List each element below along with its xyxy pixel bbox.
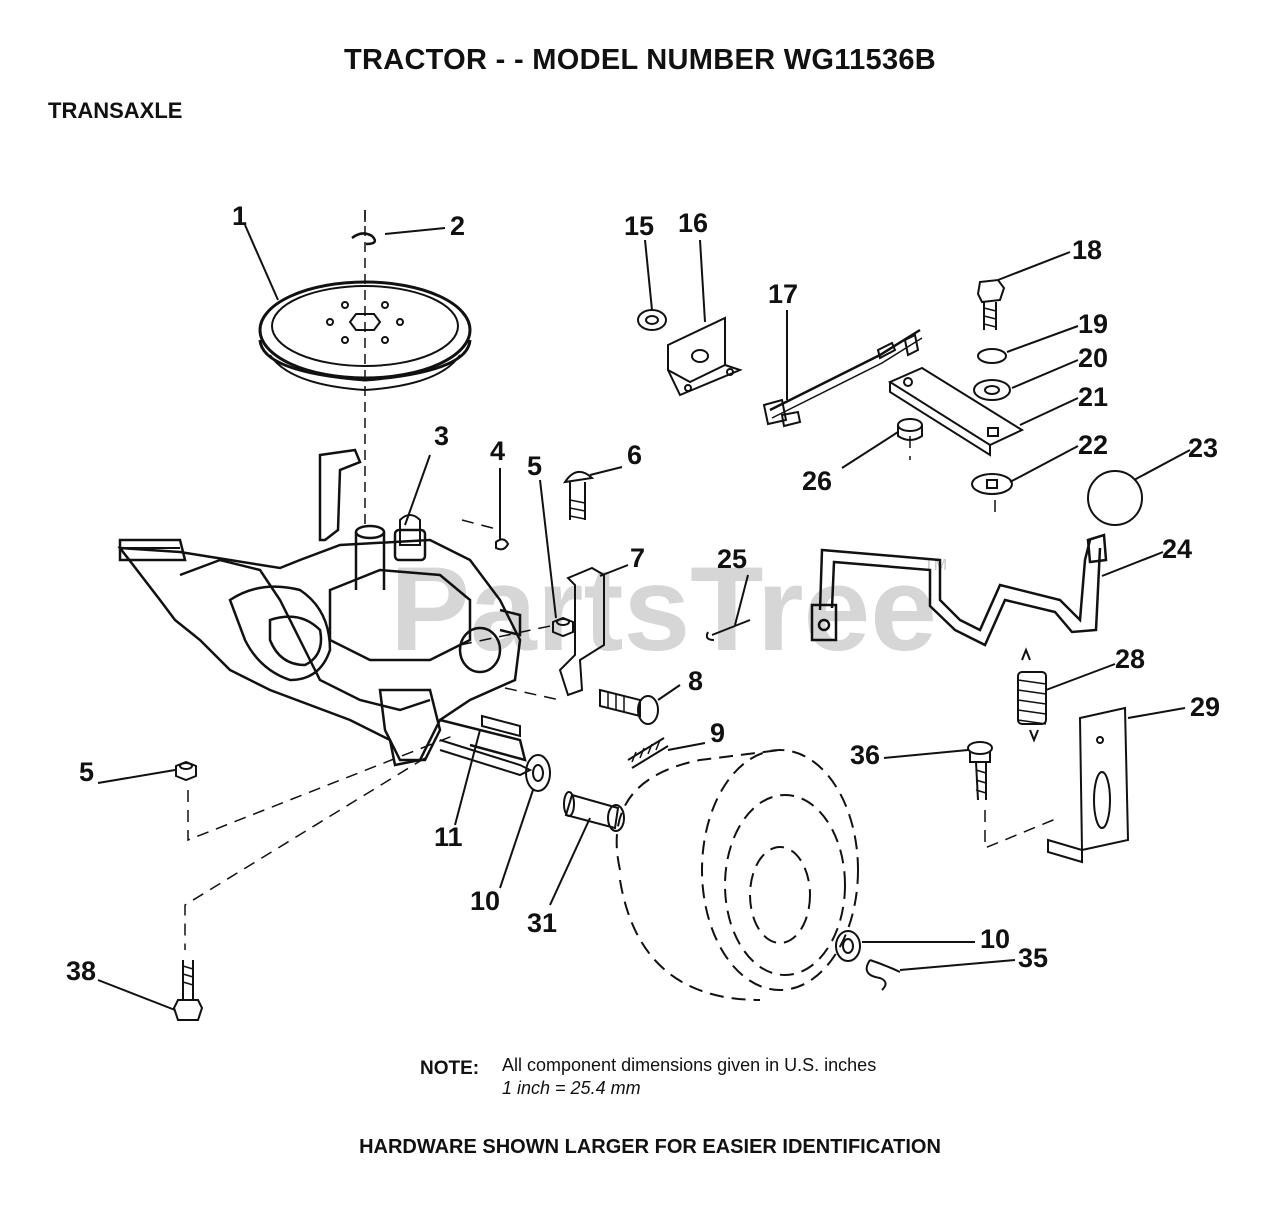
callout-26: 26 [802, 466, 832, 496]
bolt-part [599, 688, 659, 725]
tire-part [615, 749, 859, 1001]
spring-part [627, 737, 669, 769]
spacer-26-part [897, 418, 923, 441]
callout-31: 31 [527, 908, 557, 938]
fitting-part [399, 514, 421, 546]
callout-11: 11 [434, 822, 463, 852]
spacer-part [563, 791, 625, 832]
e-clip-part [865, 959, 901, 991]
callout-21: 21 [1078, 382, 1108, 412]
carriage-bolt-part [562, 471, 595, 520]
callout-36: 36 [850, 740, 880, 770]
watermark-text: PartsTree [390, 542, 937, 676]
key-part [439, 714, 533, 777]
knob-part [1087, 470, 1143, 526]
plate-part [887, 366, 1025, 457]
callout-6: 6 [627, 440, 642, 470]
callout-25: 25 [717, 544, 747, 574]
callout-3: 3 [434, 421, 449, 451]
callout-16: 16 [678, 208, 708, 238]
section-title: TRANSAXLE [48, 98, 183, 123]
callout-leaders [97, 224, 1191, 1011]
callout-38: 38 [66, 956, 96, 986]
callout-35: 35 [1018, 943, 1048, 973]
washer-lower-part [835, 930, 861, 962]
lock-washer-part [977, 348, 1007, 364]
callout-15: 15 [624, 211, 654, 241]
callout-17: 17 [768, 279, 798, 309]
callout-22: 22 [1078, 430, 1108, 460]
footer-text: HARDWARE SHOWN LARGER FOR EASIER IDENTIF… [359, 1136, 941, 1158]
note-conversion: 1 inch = 25.4 mm [502, 1078, 641, 1098]
washer-22-part [971, 473, 1013, 495]
callout-9: 9 [710, 718, 725, 748]
callout-19: 19 [1078, 309, 1108, 339]
callout-7: 7 [630, 543, 645, 573]
callout-labels: 1 2 3 4 5 6 7 8 9 10 11 15 16 17 18 19 2… [66, 201, 1220, 986]
callout-4: 4 [490, 436, 505, 466]
pulley-part [258, 280, 472, 392]
nut-part [552, 616, 574, 638]
washer-part [525, 754, 551, 792]
callout-10-lower: 10 [980, 924, 1010, 954]
rod-part [762, 328, 923, 428]
clip-part [351, 232, 377, 246]
callout-18: 18 [1072, 235, 1102, 265]
washer-20-part [973, 379, 1011, 401]
callout-23: 23 [1188, 433, 1218, 463]
bracket-part [558, 566, 605, 697]
callout-2: 2 [450, 211, 465, 241]
note-label: NOTE: [420, 1058, 480, 1079]
callout-8: 8 [688, 666, 703, 696]
callout-29: 29 [1190, 692, 1220, 722]
note-text: All component dimensions given in U.S. i… [502, 1055, 877, 1075]
bolt-lower-part [172, 960, 204, 1021]
bracket-16-part [667, 316, 743, 397]
screw-part [967, 741, 993, 801]
bolt-18-part [976, 278, 1006, 330]
spring-28-part [1017, 647, 1047, 743]
callout-5: 5 [527, 451, 542, 481]
shift-lever-part [810, 533, 1108, 647]
page-title: TRACTOR - - MODEL NUMBER WG11536B [343, 44, 937, 76]
nut-lower-part [175, 760, 197, 782]
pin-25-part [705, 619, 751, 641]
assembly-lines [184, 210, 1059, 950]
callout-20: 20 [1078, 343, 1108, 373]
callout-10: 10 [470, 886, 500, 916]
callout-28: 28 [1115, 644, 1145, 674]
bracket-29-part [1047, 706, 1130, 864]
callout-24: 24 [1162, 534, 1192, 564]
callout-5-lower: 5 [79, 757, 94, 787]
washer-15-part [637, 309, 667, 331]
callout-1: 1 [232, 201, 247, 231]
